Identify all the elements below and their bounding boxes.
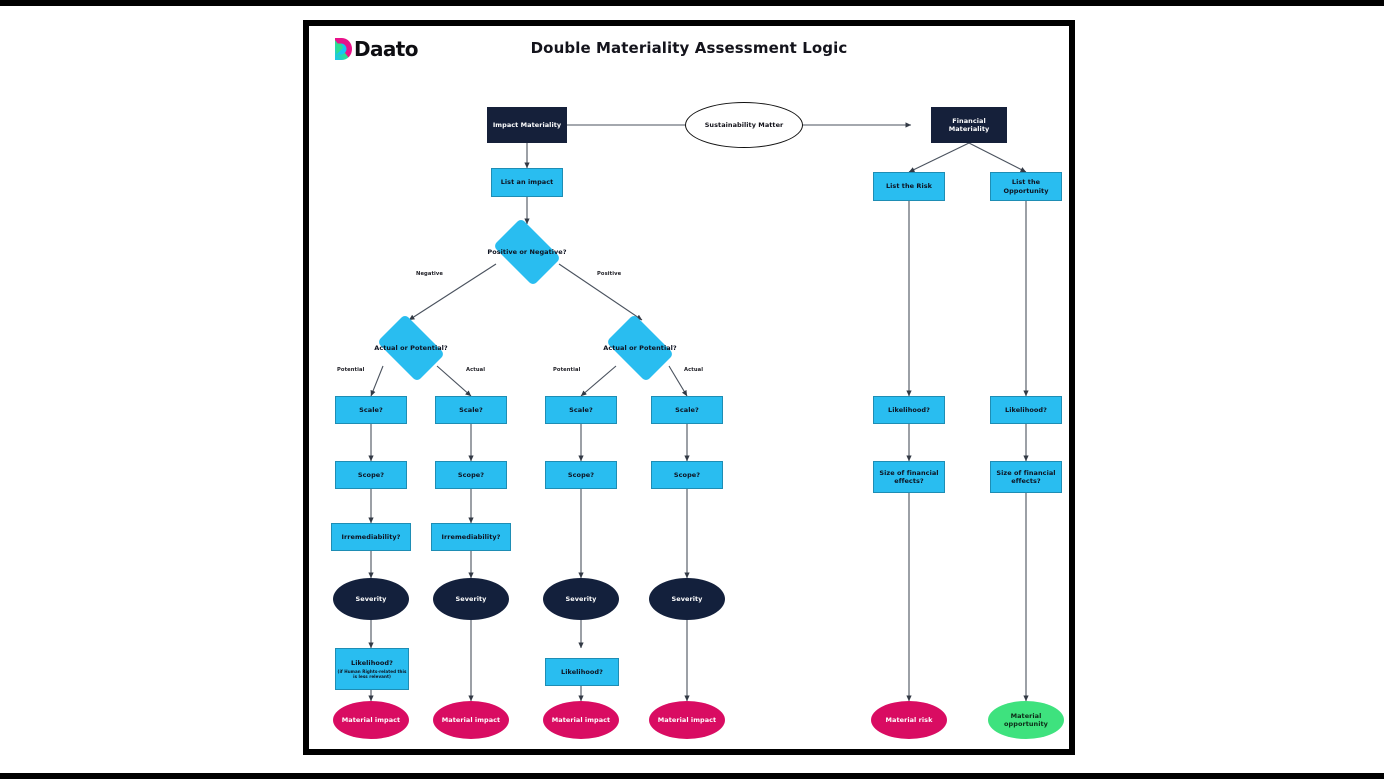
brand-name: Daato: [354, 37, 419, 61]
node-label: Size of financial effects?: [996, 468, 1056, 485]
node-scope-3[interactable]: Scope?: [545, 461, 617, 489]
node-label: Financial Materiality: [948, 116, 990, 133]
diagram-header: Daato Double Materiality Assessment Logi…: [309, 26, 1069, 78]
node-likelihood-impact-3[interactable]: Likelihood?: [545, 658, 619, 686]
diagram-frame: Daato Double Materiality Assessment Logi…: [303, 20, 1075, 755]
node-label: Material impact: [441, 715, 501, 724]
node-label: Scale?: [675, 405, 699, 414]
node-label: Sustainability Matter: [704, 120, 784, 129]
node-label: Likelihood?: [351, 658, 393, 667]
node-scope-4[interactable]: Scope?: [651, 461, 723, 489]
node-scale-2[interactable]: Scale?: [435, 396, 507, 424]
brand-logo: Daato: [335, 37, 419, 61]
node-label: Irremediability?: [341, 532, 401, 541]
page-title: Double Materiality Assessment Logic: [530, 39, 848, 57]
node-material-impact-4[interactable]: Material impact: [649, 701, 725, 739]
node-label: Actual or Potential?: [603, 343, 677, 352]
node-label: Likelihood?: [561, 667, 603, 676]
node-label: Positive or Negative?: [487, 247, 567, 256]
node-label: Scale?: [569, 405, 593, 414]
node-label: Material risk: [885, 715, 933, 724]
node-size-financial-effects-risk[interactable]: Size of financial effects?: [873, 461, 945, 493]
node-label: Scope?: [673, 470, 701, 479]
node-severity-1[interactable]: Severity: [333, 578, 409, 620]
node-label: Severity: [671, 594, 703, 603]
node-label: Likelihood?: [1005, 405, 1047, 414]
node-label: Impact Materiality: [492, 120, 562, 129]
node-severity-2[interactable]: Severity: [433, 578, 509, 620]
node-label: Scope?: [357, 470, 385, 479]
node-label: Severity: [355, 594, 387, 603]
top-black-band: [0, 0, 1384, 6]
edge-label-actual-negative: Actual: [466, 367, 486, 373]
node-actual-or-potential-positive[interactable]: Actual or Potential?: [600, 314, 680, 382]
node-material-risk[interactable]: Material risk: [871, 701, 947, 739]
node-irremediability-1[interactable]: Irremediability?: [331, 523, 411, 551]
edge-label-negative: Negative: [416, 271, 444, 277]
node-impact-materiality[interactable]: Impact Materiality: [487, 107, 567, 143]
node-material-opportunity[interactable]: Material opportunity: [988, 701, 1064, 739]
node-likelihood-risk[interactable]: Likelihood?: [873, 396, 945, 424]
node-label: Scale?: [459, 405, 483, 414]
node-label: Scale?: [359, 405, 383, 414]
node-size-financial-effects-opportunity[interactable]: Size of financial effects?: [990, 461, 1062, 493]
node-material-impact-2[interactable]: Material impact: [433, 701, 509, 739]
bottom-black-band: [0, 773, 1384, 779]
node-label: Material impact: [551, 715, 611, 724]
node-positive-or-negative[interactable]: Positive or Negative?: [487, 218, 567, 286]
node-likelihood-impact-1[interactable]: Likelihood? (if Human Rights-related thi…: [335, 648, 409, 690]
node-scale-1[interactable]: Scale?: [335, 396, 407, 424]
node-actual-or-potential-negative[interactable]: Actual or Potential?: [371, 314, 451, 382]
node-material-impact-1[interactable]: Material impact: [333, 701, 409, 739]
node-label: Scope?: [567, 470, 595, 479]
node-scope-1[interactable]: Scope?: [335, 461, 407, 489]
node-label: Actual or Potential?: [374, 343, 448, 352]
node-financial-materiality[interactable]: Financial Materiality: [931, 107, 1007, 143]
node-sublabel: (if Human Rights-related this is less re…: [337, 668, 407, 679]
node-severity-3[interactable]: Severity: [543, 578, 619, 620]
daato-d-mark-icon: [335, 38, 352, 60]
node-label: List the Risk: [885, 182, 933, 191]
edge-label-actual-positive: Actual: [684, 367, 704, 373]
node-scope-2[interactable]: Scope?: [435, 461, 507, 489]
node-label: List an impact: [500, 178, 554, 187]
node-scale-4[interactable]: Scale?: [651, 396, 723, 424]
node-label: Severity: [565, 594, 597, 603]
node-list-an-impact[interactable]: List an impact: [491, 168, 563, 197]
flowchart-edges: [368, 122, 1029, 702]
node-label: Material impact: [657, 715, 717, 724]
flowchart-canvas: Sustainability Matter Impact Materiality…: [309, 26, 1069, 749]
node-label: Size of financial effects?: [879, 468, 939, 485]
node-material-impact-3[interactable]: Material impact: [543, 701, 619, 739]
node-irremediability-2[interactable]: Irremediability?: [431, 523, 511, 551]
edge-label-potential-negative: Potential: [337, 367, 365, 373]
node-label: Likelihood?: [888, 405, 930, 414]
node-list-the-opportunity[interactable]: List the Opportunity: [990, 172, 1062, 201]
node-label: Severity: [455, 594, 487, 603]
node-label: Irremediability?: [441, 532, 501, 541]
edge-label-potential-positive: Potential: [553, 367, 581, 373]
node-severity-4[interactable]: Severity: [649, 578, 725, 620]
node-scale-3[interactable]: Scale?: [545, 396, 617, 424]
node-label: Material impact: [341, 715, 401, 724]
node-sustainability-matter[interactable]: Sustainability Matter: [685, 102, 803, 148]
edge-label-positive: Positive: [597, 271, 622, 277]
node-label: Scope?: [457, 470, 485, 479]
node-label: Material opportunity: [1004, 711, 1048, 728]
node-likelihood-opportunity[interactable]: Likelihood?: [990, 396, 1062, 424]
node-label: List the Opportunity: [1003, 178, 1049, 195]
node-list-the-risk[interactable]: List the Risk: [873, 172, 945, 201]
